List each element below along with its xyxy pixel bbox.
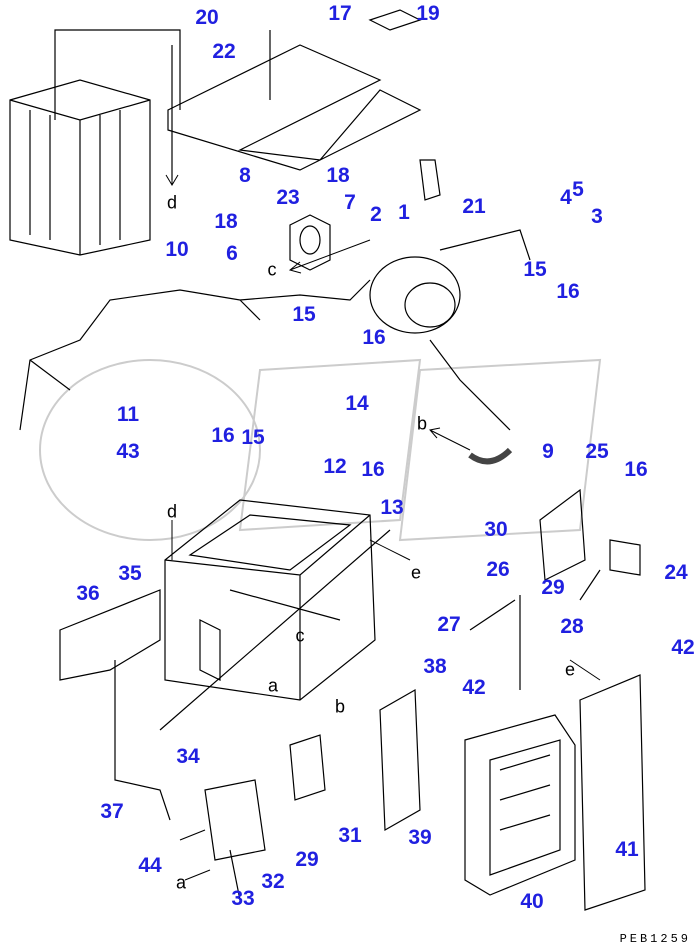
- part-callout: 16: [624, 458, 648, 481]
- part-callout: 28: [560, 615, 584, 638]
- part-callout: 24: [664, 561, 688, 584]
- part-callout: 15: [292, 303, 316, 326]
- cover-panel: [579, 674, 646, 911]
- part-callout: 20: [195, 6, 219, 29]
- drawing-code: PEB1259: [619, 932, 691, 946]
- cover-plate: [167, 9, 422, 180]
- part-callout: 35: [118, 562, 142, 585]
- part-callout: 42: [462, 676, 486, 699]
- part-callout: 14: [345, 392, 369, 415]
- part-callout: 34: [176, 745, 200, 768]
- direction-letter: b: [334, 696, 346, 717]
- part-callout: 25: [585, 440, 609, 463]
- part-callout: 5: [572, 178, 584, 201]
- direction-arrows: [165, 130, 601, 881]
- part-callout: 2: [370, 203, 382, 226]
- part-callout: 18: [214, 210, 238, 233]
- part-callout: 1: [398, 201, 410, 224]
- controller: [379, 688, 421, 832]
- duct: [59, 589, 161, 681]
- part-callout: 36: [76, 582, 100, 605]
- part-callout: 33: [231, 887, 255, 910]
- blower-motor: [289, 159, 461, 334]
- actuator: [179, 734, 326, 901]
- part-callout: 16: [211, 424, 235, 447]
- part-callout: 37: [100, 800, 124, 823]
- valve: [579, 539, 641, 601]
- part-callout: 3: [591, 205, 603, 228]
- part-callout: 16: [362, 326, 386, 349]
- heater-core-unit: [9, 29, 181, 256]
- part-callout: 29: [541, 576, 565, 599]
- watermark: [39, 358, 602, 542]
- part-callout: 13: [380, 496, 404, 519]
- part-callout: 29: [295, 848, 319, 871]
- part-callout: 21: [462, 195, 486, 218]
- direction-letter: d: [166, 501, 178, 522]
- part-callout: 40: [520, 890, 544, 913]
- wiring-harness: [19, 279, 371, 431]
- direction-letter: e: [564, 659, 576, 680]
- part-callout: 7: [344, 191, 356, 214]
- part-callout: 23: [276, 186, 300, 209]
- part-callout: 18: [326, 164, 350, 187]
- part-callout: 43: [116, 440, 140, 463]
- filter-box: [464, 714, 576, 896]
- bracket: [539, 488, 586, 581]
- part-callout: 16: [361, 458, 385, 481]
- hose: [468, 447, 513, 465]
- part-callout: 22: [212, 40, 236, 63]
- direction-letter: c: [295, 625, 305, 646]
- direction-letter: b: [416, 413, 428, 434]
- part-callout: 38: [423, 655, 447, 678]
- heater-case: [159, 499, 391, 731]
- part-callout: 9: [542, 440, 554, 463]
- part-callout: 8: [239, 164, 251, 187]
- part-callout: 19: [416, 2, 440, 25]
- direction-letter: d: [166, 192, 178, 213]
- part-callout: 30: [484, 518, 508, 541]
- part-callout: 31: [338, 824, 362, 847]
- part-callout: 15: [241, 426, 265, 449]
- part-callout: 15: [523, 258, 547, 281]
- part-callout: 44: [138, 854, 162, 877]
- part-callout: 39: [408, 826, 432, 849]
- part-callout: 11: [116, 403, 140, 426]
- part-callout: 16: [556, 280, 580, 303]
- direction-letter: c: [267, 259, 277, 280]
- part-callout: 6: [226, 242, 238, 265]
- part-callout: 26: [486, 558, 510, 581]
- part-callout: 41: [615, 838, 639, 861]
- part-callout: 12: [323, 455, 347, 478]
- part-callout: 27: [437, 613, 461, 636]
- part-callout: 17: [328, 2, 352, 25]
- direction-letter: e: [410, 562, 422, 583]
- part-callout: 4: [560, 186, 572, 209]
- part-callout: 42: [671, 636, 695, 659]
- direction-letter: a: [175, 872, 187, 893]
- part-callout: 10: [165, 238, 189, 261]
- direction-letter: a: [267, 675, 279, 696]
- part-callout: 32: [261, 870, 285, 893]
